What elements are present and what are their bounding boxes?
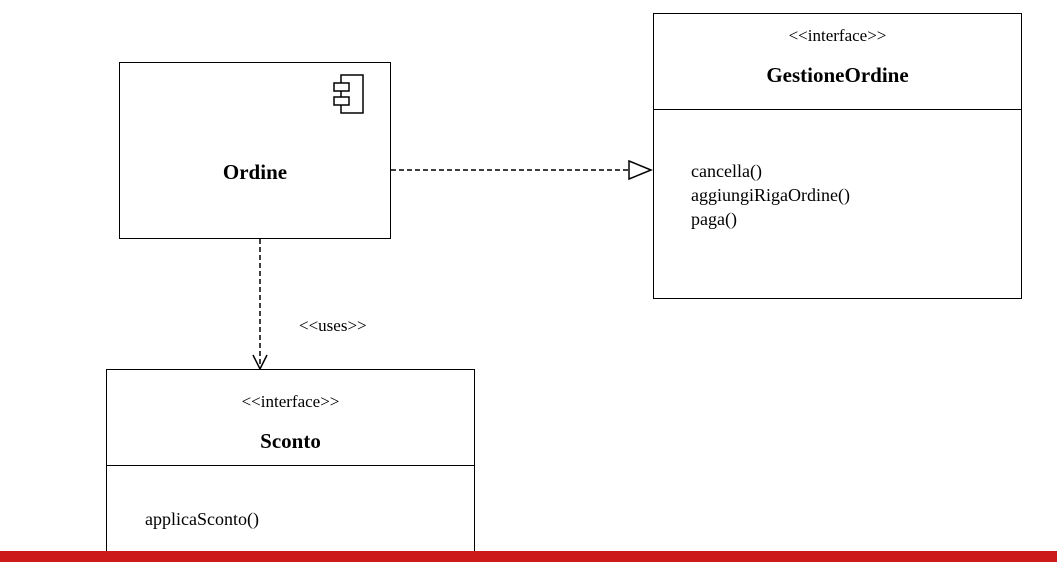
sconto-interface[interactable]: <<interface>> Sconto applicaSconto() (106, 369, 475, 559)
sconto-name: Sconto (260, 429, 321, 453)
gestione-ordine-divider (654, 109, 1021, 110)
realization-arrowhead (628, 159, 653, 181)
gestione-ordine-operations: cancella() aggiungiRigaOrdine() paga() (691, 159, 850, 231)
uses-label: <<uses>> (299, 316, 367, 335)
operation-applica-sconto: applicaSconto() (145, 509, 259, 529)
bottom-accent-bar (0, 551, 1057, 562)
operation-cancella: cancella() (691, 161, 762, 181)
ordine-name: Ordine (222, 160, 288, 184)
gestione-ordine-interface[interactable]: <<interface>> GestioneOrdine cancella() … (653, 13, 1022, 299)
operation-paga: paga() (691, 209, 737, 229)
gestione-ordine-stereotype: <<interface>> (788, 26, 887, 45)
sconto-divider (107, 465, 474, 466)
sconto-stereotype: <<interface>> (241, 392, 340, 411)
operation-aggiungi-riga-ordine: aggiungiRigaOrdine() (691, 185, 850, 205)
gestione-ordine-name: GestioneOrdine (766, 63, 909, 87)
component-icon (333, 74, 364, 114)
sconto-operations: applicaSconto() (145, 507, 259, 531)
